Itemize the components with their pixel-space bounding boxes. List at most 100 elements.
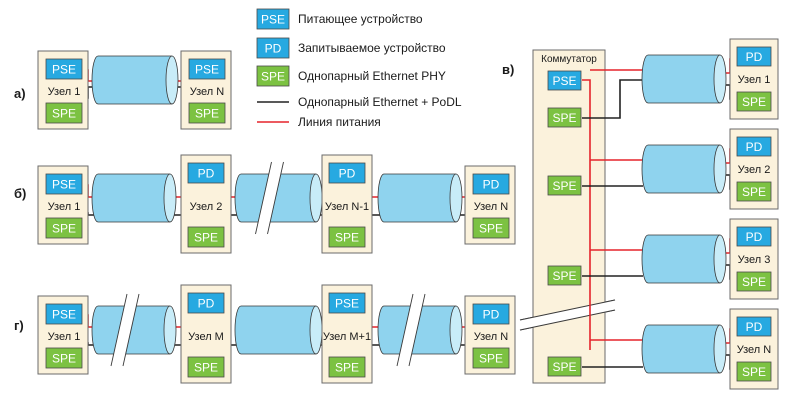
- spe-chip: SPE: [736, 181, 772, 202]
- spe-chip: SPE: [187, 356, 225, 378]
- cable-end-cap: [165, 55, 179, 105]
- node-label: Узел N: [190, 86, 225, 98]
- pd-chip-label: PD: [746, 320, 763, 334]
- spe-chip-body: [328, 226, 366, 248]
- power-bus: [582, 79, 591, 350]
- pd-chip-label: PD: [198, 167, 215, 181]
- legend-swatch: [256, 8, 290, 30]
- cable-end-cap: [163, 173, 177, 223]
- pse-chip: PSE: [45, 303, 83, 325]
- cable: [641, 54, 727, 104]
- pse-chip-body: [328, 292, 366, 314]
- spe-chip: SPE: [736, 91, 772, 112]
- spe-chip: SPE: [547, 175, 582, 196]
- pd-chip: PD: [736, 226, 772, 247]
- pse-chip-body: [45, 303, 83, 325]
- pse-chip-label: PSE: [52, 63, 76, 77]
- spe-chip: SPE: [45, 102, 83, 124]
- node-label: Узел N: [737, 344, 772, 356]
- pse-chip-label: PSE: [335, 297, 359, 311]
- legend-label: Питающее устройство: [298, 12, 423, 26]
- cable-body: [641, 144, 721, 194]
- pd-chip: PD: [187, 162, 225, 184]
- cable-break-mark: [110, 293, 140, 367]
- legend-item-data-line: Однопарный Ethernet + PoDL: [257, 95, 462, 109]
- cable: [641, 324, 727, 374]
- pd-chip-label: PD: [339, 167, 356, 181]
- node-label: Узел N-1: [325, 201, 369, 213]
- spe-chip: SPE: [472, 217, 510, 239]
- cable-body: [91, 173, 171, 223]
- cable: [234, 161, 323, 235]
- spe-chip-body: [736, 91, 772, 112]
- spe-chip-body: [187, 226, 225, 248]
- pd-chip-body: [472, 173, 510, 195]
- spe-chip-body: [472, 347, 510, 369]
- pse-chip: PSE: [328, 292, 366, 314]
- cable: [641, 144, 727, 194]
- spe-chip-label: SPE: [742, 275, 766, 289]
- spe-chip-label: SPE: [479, 222, 503, 236]
- pd-chip: PD: [736, 46, 772, 67]
- cable-end-cap: [163, 305, 177, 355]
- spe-chip-body: [45, 347, 83, 369]
- pse-chip-label: PSE: [195, 63, 219, 77]
- spe-chip: SPE: [187, 226, 225, 248]
- node-a-1: PSE Узел 1 SPE: [37, 50, 89, 130]
- pd-chip: PD: [328, 162, 366, 184]
- pd-chip-label: PD: [746, 230, 763, 244]
- panel-b-tag: б): [14, 186, 26, 201]
- cable-end-cap: [449, 173, 463, 223]
- pd-chip: PD: [736, 136, 772, 157]
- pd-chip-label: PD: [483, 178, 500, 192]
- pse-chip-body: [45, 173, 83, 195]
- break-line: [519, 299, 616, 321]
- pse-chip-label: PSE: [552, 74, 576, 88]
- pd-chip: PD: [187, 292, 225, 314]
- spe-chip-label: SPE: [479, 352, 503, 366]
- cable: [377, 293, 463, 367]
- spe-chip-body: [736, 361, 772, 382]
- spe-chip-label: SPE: [742, 95, 766, 109]
- pse-chip: PSE: [45, 173, 83, 195]
- pd-chip-label: PD: [198, 297, 215, 311]
- spe-chip: SPE: [547, 107, 582, 128]
- cable-body: [377, 173, 457, 223]
- pse-chip-body: [45, 58, 83, 80]
- cable-end-cap: [713, 54, 727, 104]
- node-label: Узел N: [474, 201, 509, 213]
- node-label: Узел 1: [48, 86, 81, 98]
- legend-item-pse: PSE Питающее устройство: [256, 8, 423, 30]
- switch-box: [532, 49, 606, 384]
- spe-chip-body: [736, 271, 772, 292]
- panel-g-tag: г): [14, 318, 24, 333]
- cable-body: [234, 305, 317, 355]
- spe-chip-body: [547, 175, 582, 196]
- cable-end-cap: [713, 324, 727, 374]
- pd-chip-label: PD: [746, 140, 763, 154]
- spe-chip-body: [472, 217, 510, 239]
- pd-chip-body: [736, 136, 772, 157]
- legend-badge: PSE: [261, 13, 285, 27]
- node-label: Узел 2: [738, 164, 771, 176]
- cable-body: [641, 234, 721, 284]
- spe-chip-body: [45, 102, 83, 124]
- node-label: Узел 1: [48, 201, 81, 213]
- spe-chip-body: [188, 102, 226, 124]
- pse-chip: PSE: [547, 70, 582, 91]
- legend-label: Однопарный Ethernet PHY: [298, 69, 446, 83]
- spe-chip: SPE: [45, 217, 83, 239]
- legend-swatch: [256, 37, 290, 59]
- switch-label: Коммутатор: [541, 54, 597, 65]
- spe-chip-body: [547, 356, 582, 377]
- pse-chip: PSE: [188, 58, 226, 80]
- pd-chip: PD: [472, 303, 510, 325]
